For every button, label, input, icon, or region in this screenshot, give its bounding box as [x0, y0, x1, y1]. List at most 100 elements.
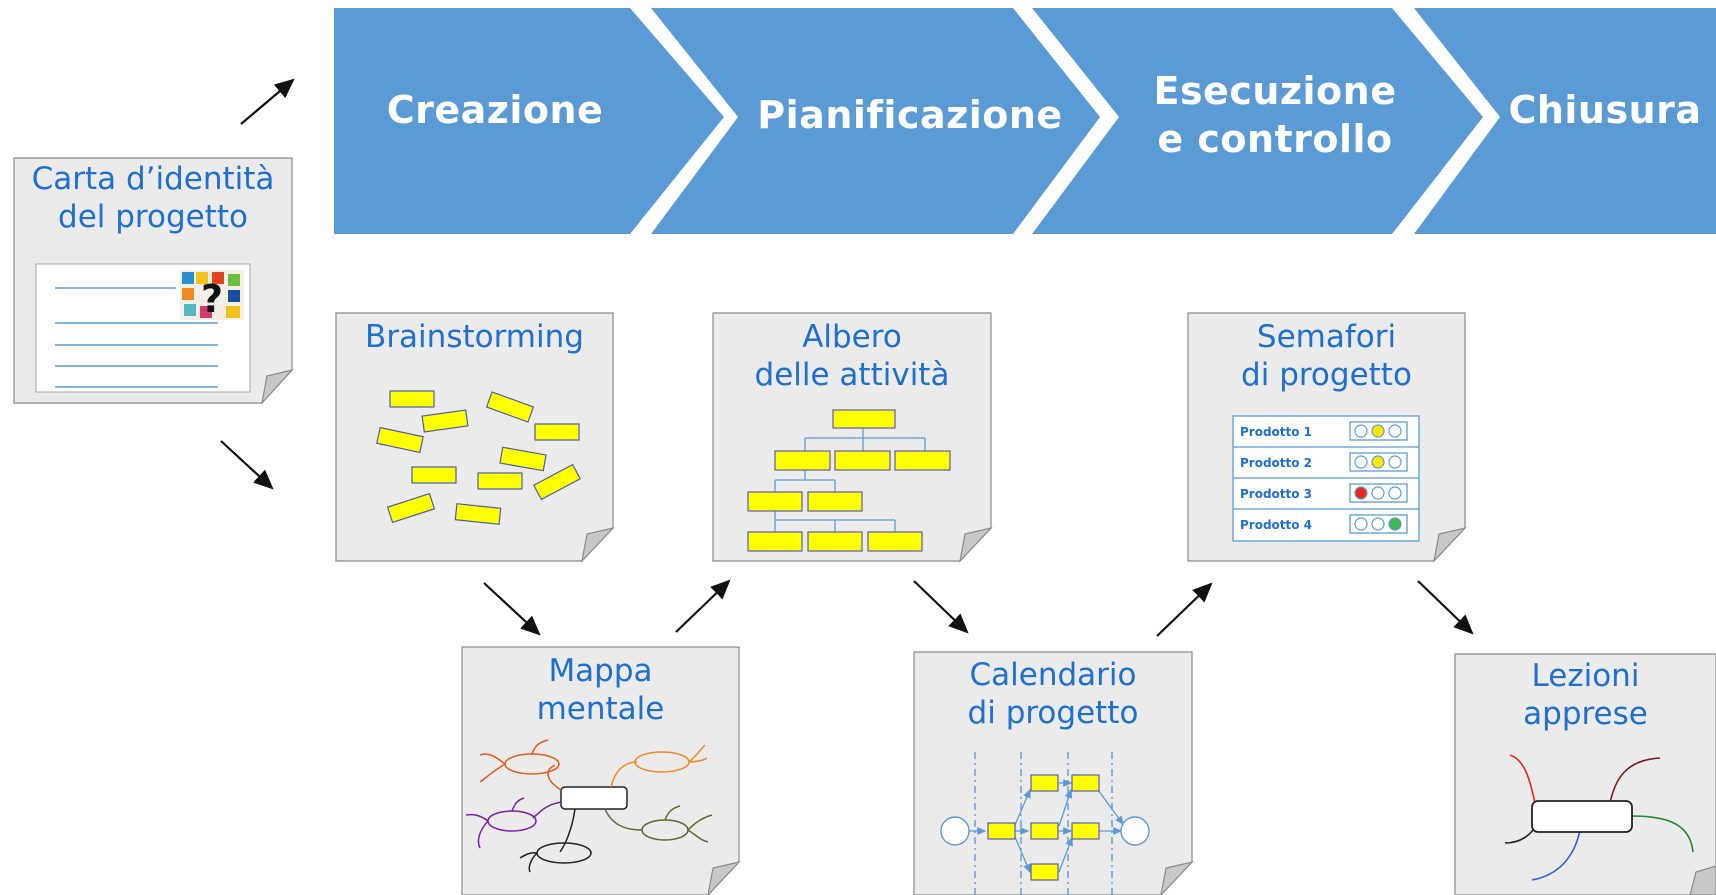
- traffic-light-green-off: [1388, 424, 1402, 438]
- traffic-light-red-off: [1354, 455, 1368, 469]
- tree-node: [774, 450, 831, 471]
- card-title-line: Lezioni: [1531, 658, 1640, 694]
- mind-map-drawing: [465, 739, 713, 873]
- tree-node: [747, 491, 803, 512]
- card-title-line: Semafori: [1256, 319, 1397, 355]
- traffic-light-red-off: [1354, 424, 1368, 438]
- sticky-note: [421, 409, 469, 433]
- sticky-note: [454, 503, 502, 525]
- network-task: [1030, 822, 1059, 840]
- phase-label-line: Esecuzione: [1153, 69, 1397, 113]
- traffic-light-yellow-lit: [1371, 424, 1385, 438]
- card-title-line: di progetto: [1241, 357, 1412, 393]
- phase-label-line: Pianificazione: [757, 93, 1063, 137]
- phase-chevron-creazione: [334, 8, 724, 234]
- traffic-light-yellow-lit: [1371, 455, 1385, 469]
- card-title-identity: Carta d’identità del progetto: [14, 160, 292, 236]
- network-start-node: [940, 816, 970, 846]
- sticky-note: [534, 423, 580, 441]
- sticky-note: [389, 390, 435, 408]
- traffic-row-label: Prodotto 2: [1240, 456, 1313, 470]
- tree-node: [832, 409, 896, 429]
- network-task: [1071, 774, 1100, 792]
- phase-chevron-chiusura: [1414, 8, 1716, 234]
- card-title-line: Brainstorming: [365, 319, 584, 355]
- card-lessons-shape: [1454, 653, 1716, 895]
- network-task: [1071, 822, 1100, 840]
- traffic-row-label: Prodotto 1: [1240, 425, 1313, 439]
- brainstorm-sticky-notes: [376, 390, 581, 525]
- arrow-traffic-lights-to-lessons: [1417, 580, 1474, 635]
- card-title-line: Calendario: [969, 657, 1137, 693]
- traffic-light-yellow-off: [1371, 486, 1385, 500]
- phase-label-pianificazione: Pianificazione: [745, 91, 1075, 139]
- sticky-note: [376, 426, 424, 454]
- traffic-light-red-lit: [1354, 486, 1368, 500]
- card-title-line: mentale: [536, 691, 665, 727]
- arrow-identity-to-brainstorming: [220, 440, 274, 490]
- card-shapes: [13, 157, 1716, 895]
- mind-map-center: [560, 786, 628, 810]
- card-title-line: Mappa: [548, 653, 653, 689]
- sticky-note: [485, 391, 535, 423]
- card-title-activity-tree: Albero delle attività: [713, 318, 991, 394]
- card-title-line: Carta d’identità: [31, 161, 275, 197]
- card-title-calendar: Calendario di progetto: [914, 656, 1192, 732]
- card-mind-map-fold: [707, 860, 741, 895]
- sticky-note: [386, 492, 436, 524]
- card-title-lessons: Lezioni apprese: [1455, 657, 1716, 733]
- card-traffic-lights-fold: [1433, 526, 1467, 563]
- network-end-node: [1120, 816, 1150, 846]
- network-task: [1030, 863, 1059, 881]
- card-title-line: di progetto: [967, 695, 1139, 731]
- traffic-light-yellow-off: [1371, 517, 1385, 531]
- arrow-brainstorming-to-mind-map: [483, 582, 541, 636]
- tree-node: [807, 531, 863, 552]
- card-title-line: apprese: [1523, 696, 1648, 732]
- card-title-traffic-lights: Semafori di progetto: [1188, 318, 1465, 394]
- phase-label-creazione: Creazione: [360, 86, 630, 134]
- tree-node: [867, 531, 923, 552]
- network-task: [1030, 774, 1059, 792]
- calendar-network: [940, 752, 1150, 895]
- tree-node: [747, 531, 803, 552]
- phase-chevron-pianificazione: [651, 8, 1100, 234]
- sticky-note: [533, 463, 581, 501]
- card-lessons-fold: [1689, 865, 1716, 895]
- traffic-light-green-off: [1388, 486, 1402, 500]
- lessons-center-node: [1531, 800, 1633, 833]
- card-title-line: delle attività: [754, 357, 950, 393]
- arrow-tree-to-calendar: [913, 580, 969, 634]
- flow-arrows: [220, 78, 1474, 637]
- card-identity-fold: [261, 368, 294, 405]
- traffic-light-green-lit: [1388, 517, 1402, 531]
- traffic-light-green-off: [1388, 455, 1402, 469]
- network-task: [987, 822, 1016, 840]
- arrow-mind-map-to-tree: [675, 579, 731, 633]
- traffic-light-red-off: [1354, 517, 1368, 531]
- sticky-note: [499, 446, 547, 472]
- tree-node: [807, 491, 863, 512]
- phase-banner: [334, 8, 1716, 234]
- phase-label-chiusura: Chiusura: [1500, 86, 1710, 134]
- phase-label-line: e controllo: [1157, 117, 1393, 161]
- phase-label-line: Chiusura: [1508, 88, 1702, 132]
- tree-node: [834, 450, 891, 471]
- card-title-line: Albero: [802, 319, 902, 355]
- card-calendar-fold: [1160, 860, 1194, 895]
- tree-node: [894, 450, 951, 471]
- arrow-calendar-to-traffic-lights: [1156, 582, 1213, 637]
- phase-label-esecuzione: Esecuzione e controllo: [1125, 67, 1425, 163]
- lessons-mind-map: [1504, 754, 1694, 881]
- svg-text:?: ?: [201, 277, 223, 321]
- card-title-mind-map: Mappa mentale: [462, 652, 739, 728]
- activity-tree: [747, 409, 951, 552]
- arrow-identity-to-creazione: [240, 78, 295, 125]
- traffic-row-label: Prodotto 4: [1240, 518, 1313, 532]
- puzzle-question-icon: ?: [180, 270, 244, 321]
- card-title-line: del progetto: [58, 199, 248, 235]
- sticky-note: [477, 472, 523, 490]
- card-activity-tree-fold: [959, 526, 993, 563]
- phase-chevron-esecuzione: [1032, 8, 1483, 234]
